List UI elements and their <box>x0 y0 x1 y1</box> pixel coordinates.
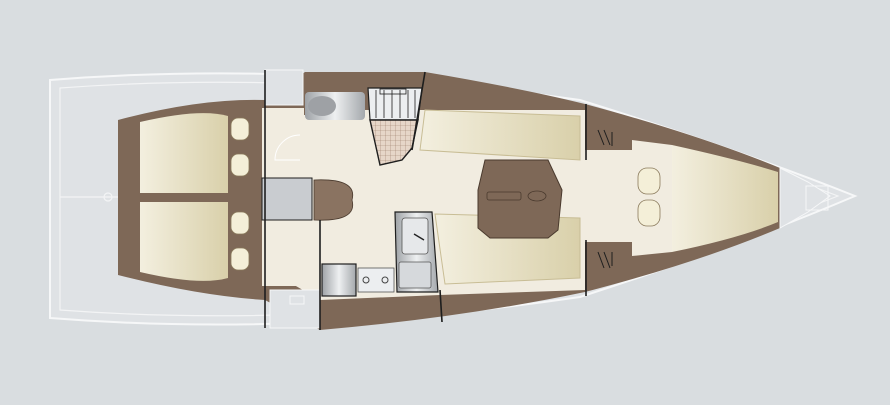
forward-cabin-floor <box>632 140 672 256</box>
toilet-icon <box>308 96 336 116</box>
aft-cabin-floor-starboard <box>262 220 320 286</box>
nav-seat <box>313 179 354 221</box>
stern-fitting <box>103 192 113 202</box>
bulkheads <box>264 70 587 330</box>
aft-cabin-floor-port <box>262 108 304 178</box>
saloon-table <box>477 159 563 239</box>
burner-icon <box>362 276 370 284</box>
passage-floor <box>585 150 635 242</box>
forward-cabin-pillows <box>637 167 661 227</box>
fridge <box>321 263 357 297</box>
faucet-icon <box>413 233 425 241</box>
table-well <box>527 190 547 202</box>
anchor-locker <box>779 167 831 229</box>
engine-box <box>261 177 313 221</box>
table-slot <box>486 191 522 201</box>
sink-icon <box>401 217 429 255</box>
anchor-hatch <box>805 185 829 211</box>
aft-cabin-port-berth <box>140 113 228 193</box>
head-door <box>274 134 301 161</box>
cockpit-locker-top <box>264 69 304 106</box>
hanging-lockers <box>597 129 613 269</box>
aft-cabin-pillows <box>230 117 250 271</box>
locker-hatch <box>289 295 305 305</box>
bulkhead-companionway <box>411 71 426 151</box>
stove-icon <box>357 267 395 293</box>
companionway-steps <box>367 87 423 121</box>
burner-icon <box>381 276 389 284</box>
forward-berth <box>672 145 778 252</box>
saloon-settee-port <box>419 109 581 161</box>
galley-counter <box>398 261 432 289</box>
aft-cabin-starboard-berth <box>140 202 228 281</box>
chart-table-grid <box>369 119 419 166</box>
